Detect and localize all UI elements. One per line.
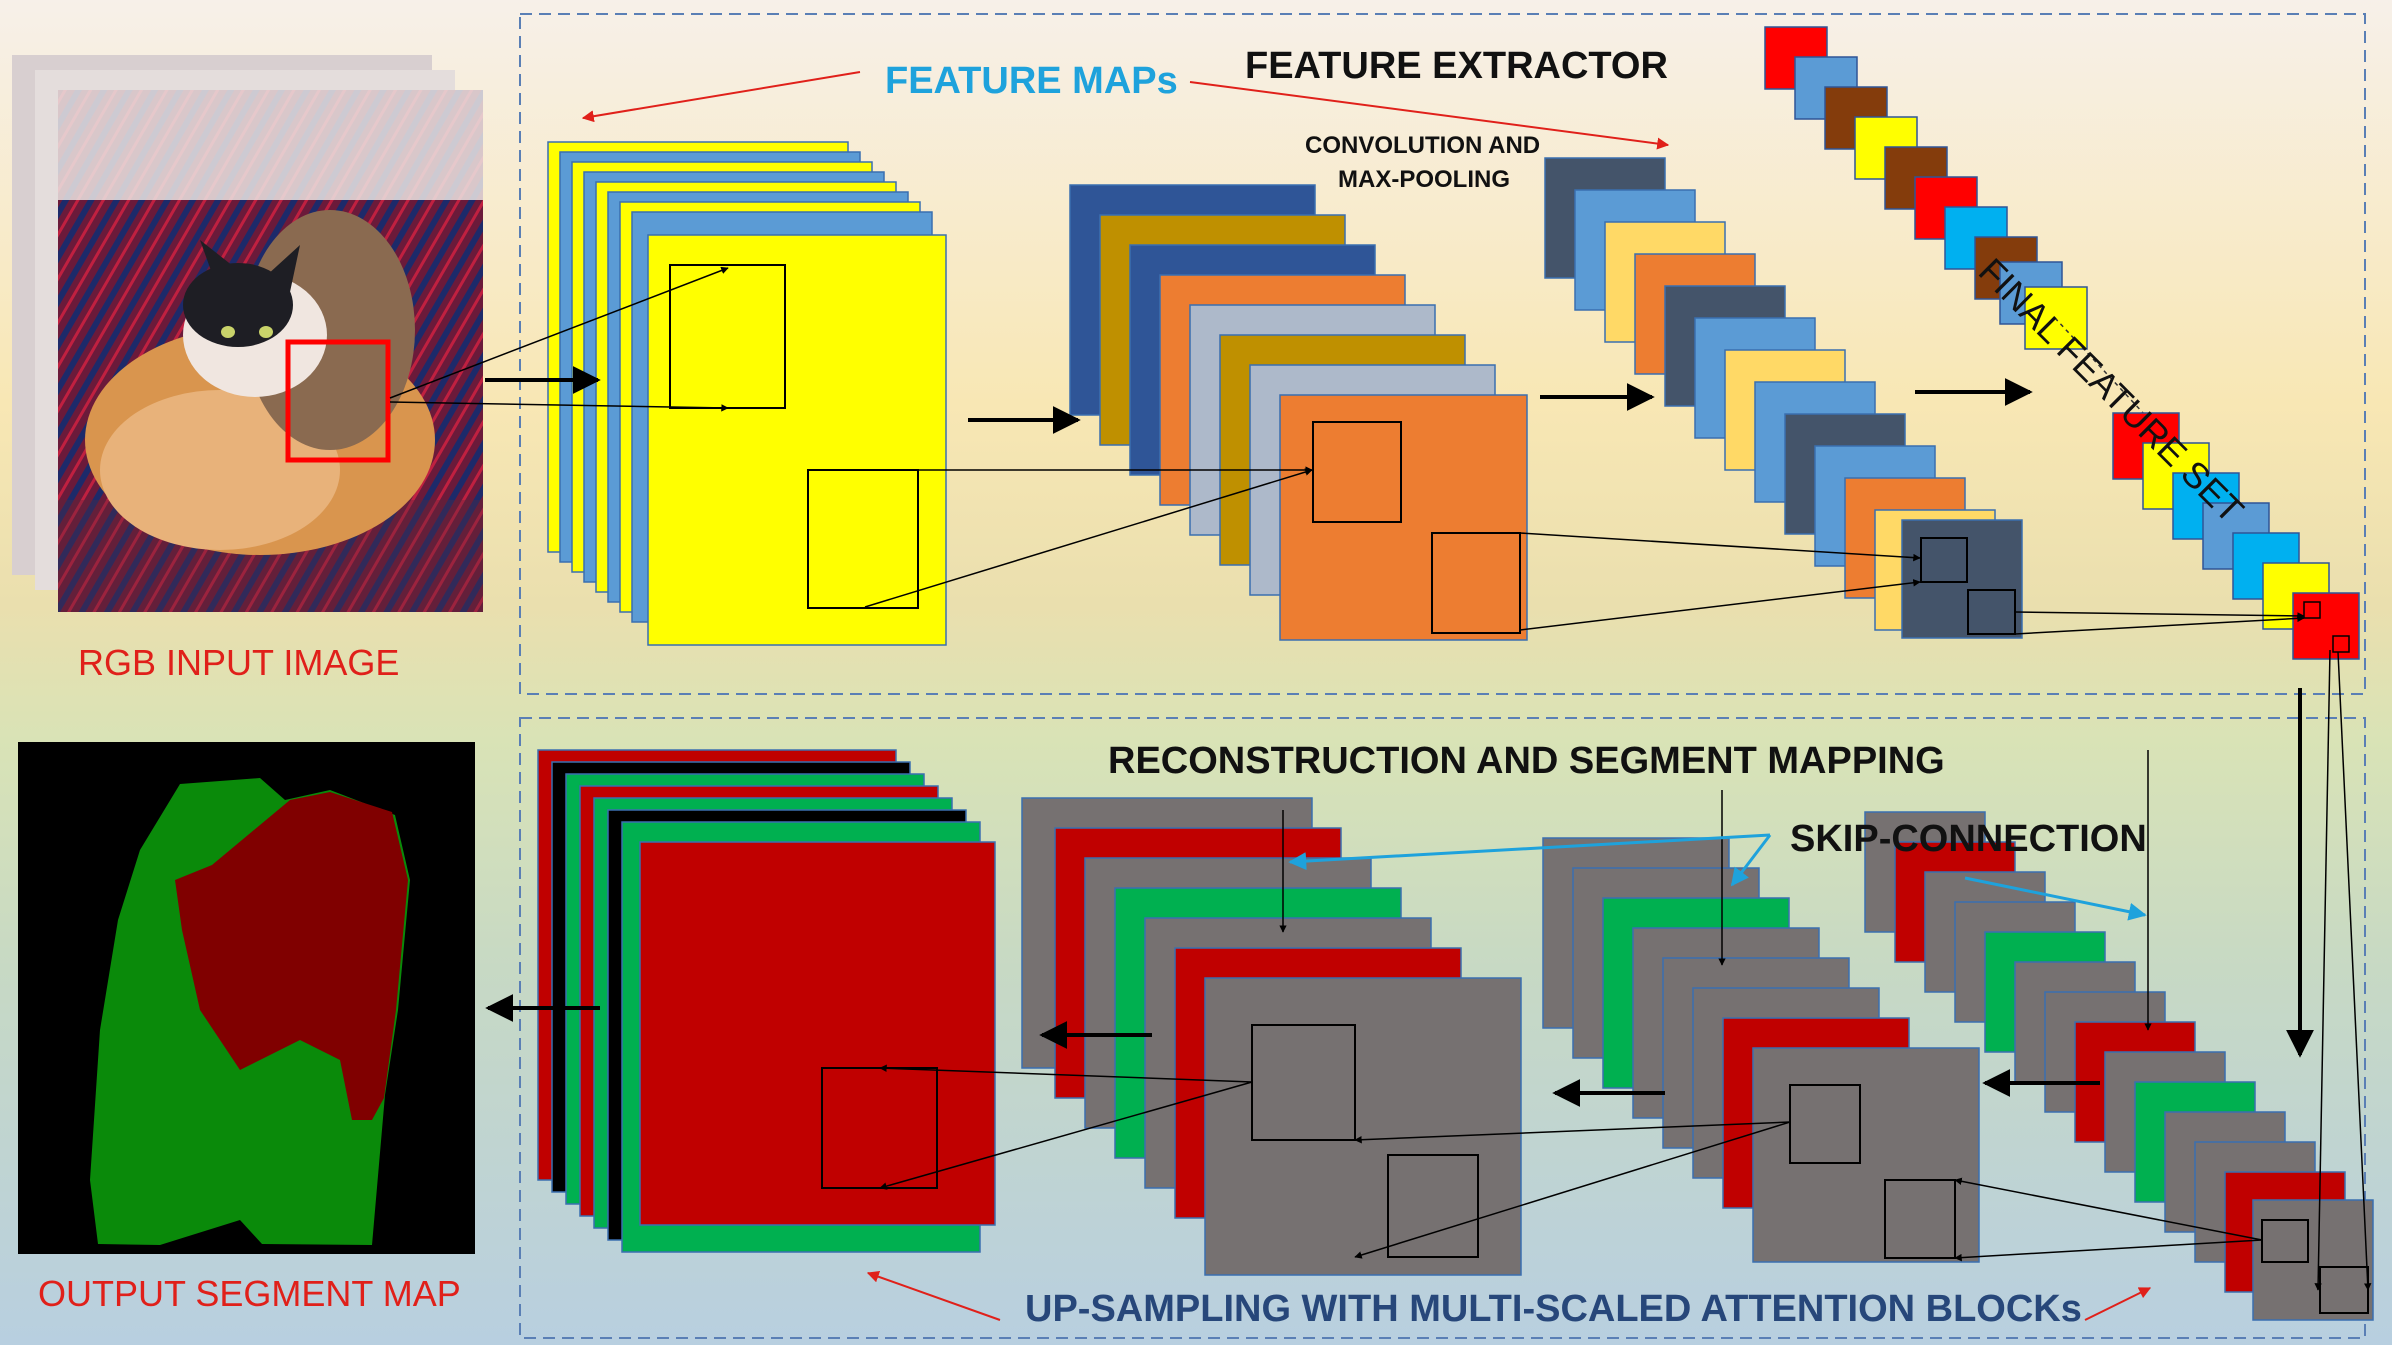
upsampling-panel [519, 717, 2366, 1339]
feature-map-stack-3 [1544, 157, 2023, 639]
feature-extractor-panel [519, 13, 2366, 695]
label-arrows-red [581, 71, 2152, 1321]
final-feature-set-bottom [2112, 412, 2360, 660]
skip-connection-arrows [1288, 833, 2147, 921]
rgb-input-image [12, 55, 483, 612]
decoder-stack-b [1021, 797, 1522, 1276]
final-feature-dotted-link [2054, 317, 2146, 416]
decoder-stack-a [537, 749, 996, 1253]
feature-maps-label: FEATURE MAPs [885, 60, 1178, 102]
flow-arrows [485, 366, 2314, 1107]
decoder-stack-d [1864, 811, 2374, 1321]
feature-extractor-label: FEATURE EXTRACTOR [1245, 45, 1668, 87]
feature-map-stack-2 [1069, 184, 1528, 641]
convolution-label-line2: MAX-POOLING [1338, 166, 1510, 193]
output-segment-map-label: OUTPUT SEGMENT MAP [38, 1273, 461, 1314]
reconstruction-label: RECONSTRUCTION AND SEGMENT MAPPING [1108, 740, 1945, 782]
convolution-label-line1: CONVOLUTION AND [1305, 132, 1541, 159]
upsampling-label: UP-SAMPLING WITH MULTI-SCALED ATTENTION … [1025, 1288, 2082, 1330]
connector-lines [389, 266, 2372, 1291]
skip-connection-label: SKIP-CONNECTION [1790, 818, 2147, 860]
output-segment-map [18, 742, 475, 1254]
decoder-stack-c [1542, 837, 1980, 1263]
feature-map-stack-1 [547, 141, 947, 646]
final-feature-set-top [1764, 26, 2088, 350]
rgb-input-label: RGB INPUT IMAGE [78, 642, 400, 683]
